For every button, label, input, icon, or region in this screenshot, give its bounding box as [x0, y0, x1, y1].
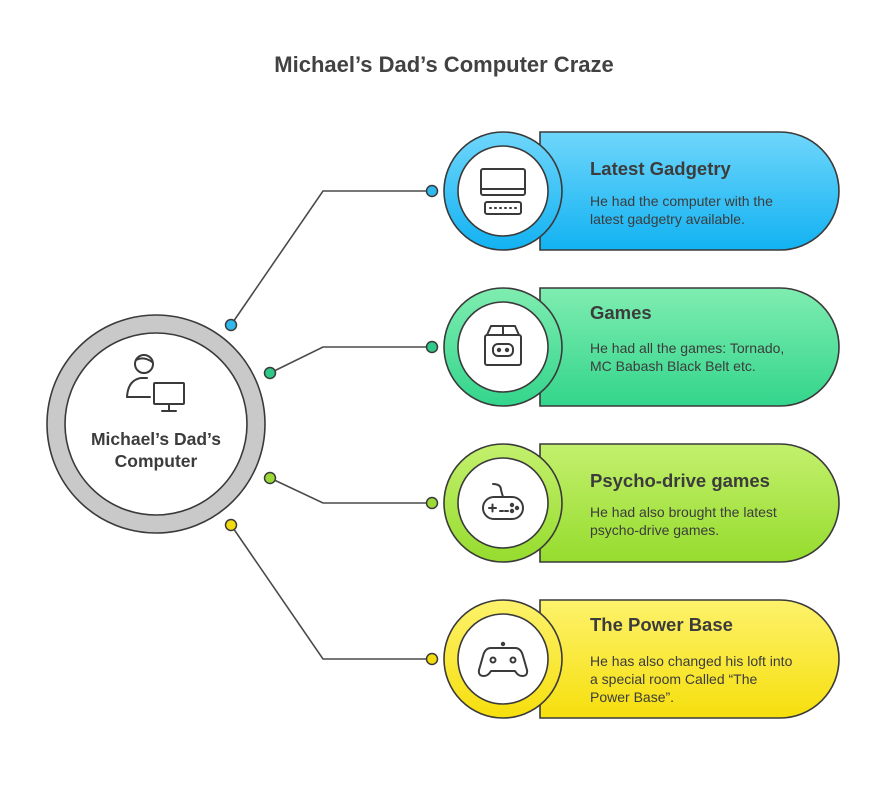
item-title-3: Psycho-drive games	[590, 470, 770, 491]
center-label: Michael’s Dad’s Computer	[90, 429, 221, 471]
node-3-inner	[263, 471, 277, 485]
node-1-outer	[425, 184, 439, 198]
item-title-4: The Power Base	[590, 614, 733, 635]
item-description-3: He had also brought the latest psycho-dr…	[590, 504, 777, 538]
node-2-inner	[263, 366, 277, 380]
item-card-2	[443, 287, 840, 407]
person-computer-icon	[126, 354, 185, 412]
item-card-4	[443, 599, 840, 719]
item-card-3	[443, 443, 840, 563]
game-controller-icon	[477, 641, 529, 677]
item-title-1: Latest Gadgetry	[590, 158, 731, 179]
item-card-1	[443, 131, 840, 251]
connector-line-1	[230, 190, 432, 326]
node-2-outer	[425, 340, 439, 354]
item-description-4: He has also changed his loft into a spec…	[590, 653, 793, 705]
connector-line-2	[269, 346, 432, 374]
connector-line-4	[230, 524, 432, 660]
game-box-icon	[484, 325, 522, 366]
node-4-outer	[425, 652, 439, 666]
center-hub	[46, 314, 266, 534]
connector-nodes	[224, 184, 439, 666]
gamepad-cable-icon	[482, 483, 524, 520]
node-4-inner	[224, 518, 238, 532]
node-3-outer	[425, 496, 439, 510]
item-description-2: He had all the games: Tornado, MC Babash…	[590, 340, 785, 374]
diagram-title: Michael’s Dad’s Computer Craze	[274, 52, 614, 77]
item-title-2: Games	[590, 302, 652, 323]
connector-lines	[230, 190, 432, 660]
connector-line-3	[269, 477, 432, 504]
item-description-1: He had the computer with the latest gadg…	[590, 193, 773, 227]
desktop-keyboard-icon	[480, 168, 526, 215]
node-1-inner	[224, 318, 238, 332]
